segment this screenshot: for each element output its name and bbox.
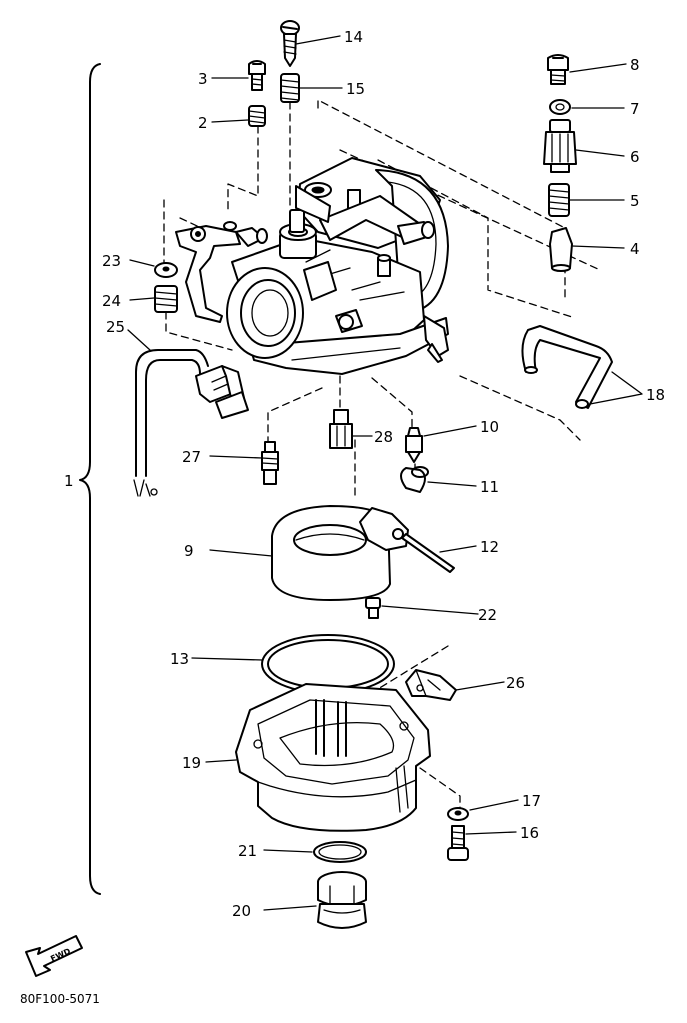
callout-5: 5 [630, 192, 640, 210]
callout-10: 10 [480, 418, 499, 436]
callout-labels: 1 2 3 4 5 6 7 8 9 10 11 12 13 14 15 16 1… [64, 28, 665, 920]
part-13-gasket [261, 634, 395, 694]
part-5-spring [548, 183, 570, 217]
part-11-needle-clip [400, 466, 429, 493]
part-27-jet [261, 441, 279, 485]
callout-25: 25 [106, 318, 125, 336]
callout-24: 24 [102, 292, 121, 310]
callout-9: 9 [184, 542, 194, 560]
part-24-spring [154, 285, 178, 313]
part-21-o-ring [313, 841, 367, 863]
part-14-screw [280, 20, 300, 67]
part-8-screw [547, 54, 569, 85]
carburetor-body [175, 157, 449, 375]
callout-26: 26 [506, 674, 525, 692]
callout-7: 7 [630, 100, 640, 118]
part-2-spring [248, 105, 266, 127]
callout-21: 21 [238, 842, 257, 860]
callout-22: 22 [478, 606, 497, 624]
callout-14: 14 [344, 28, 363, 46]
callout-6: 6 [630, 148, 640, 166]
part-7-nut [549, 99, 571, 115]
part-19-float-bowl [235, 683, 431, 832]
part-9-float [271, 505, 409, 601]
callout-27: 27 [182, 448, 201, 466]
part-22-needle-seat [365, 597, 381, 619]
part-3-screw [248, 60, 266, 91]
part-28-jet [329, 409, 353, 449]
drawing-code: 80F100-5071 [20, 992, 100, 1006]
part-20-drain-plug [317, 871, 367, 929]
part-10-float-needle [405, 427, 423, 463]
part-23-washer [154, 262, 178, 278]
part-12-float-pin [401, 533, 455, 573]
part-16-screw [447, 825, 469, 861]
callout-18: 18 [646, 386, 665, 404]
callout-2: 2 [198, 114, 208, 132]
callout-28: 28 [374, 428, 393, 446]
callout-20: 20 [232, 902, 251, 920]
part-18-hose [521, 325, 613, 409]
callout-16: 16 [520, 824, 539, 842]
callout-3: 3 [198, 70, 208, 88]
fwd-arrow-icon: FWD [25, 935, 83, 977]
callout-4: 4 [630, 240, 640, 258]
part-15-spring [280, 73, 300, 103]
part-6-housing [543, 119, 577, 173]
callout-1: 1 [64, 472, 74, 490]
part-25-heater-lead [133, 349, 249, 497]
assembly-bracket [79, 63, 101, 895]
callout-12: 12 [480, 538, 499, 556]
callout-11: 11 [480, 478, 499, 496]
callout-23: 23 [102, 252, 121, 270]
part-26-bracket [405, 669, 457, 701]
callout-17: 17 [522, 792, 541, 810]
callout-8: 8 [630, 56, 640, 74]
part-17-washer [447, 807, 469, 821]
part-4-plunger [549, 227, 573, 272]
leader-lines [127, 35, 643, 911]
callout-13: 13 [170, 650, 189, 668]
callout-15: 15 [346, 80, 365, 98]
callout-19: 19 [182, 754, 201, 772]
